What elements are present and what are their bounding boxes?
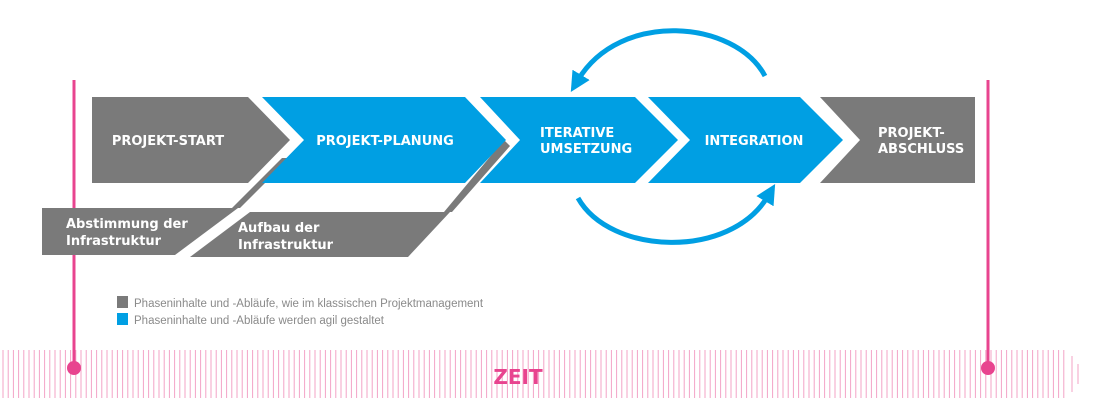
legend-label-classic: Phaseninhalte und -Abläufe, wie im klass… [134, 298, 484, 310]
phase-projekt-planung [262, 97, 506, 183]
timeline-label: ZEIT [493, 365, 543, 389]
legend-label-agile: Phaseninhalte und -Abläufe werden agil g… [134, 315, 385, 327]
sub-phase-abstimmung [42, 208, 238, 255]
end-marker-dot [981, 361, 995, 375]
phase-projekt-start-label: PROJEKT-START [112, 134, 224, 149]
phase-projekt-start [92, 97, 290, 183]
start-marker-dot [67, 361, 81, 375]
iteration-arrow-back [570, 28, 768, 92]
phase-projekt-planung-label: PROJEKT-PLANUNG [316, 134, 454, 149]
legend-swatch-classic [117, 296, 128, 308]
connector-planung [444, 140, 510, 212]
phase-integration-label: INTEGRATION [705, 134, 804, 149]
timeline-bar [2, 350, 1079, 398]
sub-phase-aufbau [190, 212, 450, 257]
legend-swatch-agile [117, 313, 128, 325]
phase-integration [648, 97, 843, 183]
phase-projekt-abschluss-label: PROJEKT-ABSCHLUSS [878, 126, 964, 157]
phase-iterative-umsetzung [480, 97, 678, 183]
phase-projekt-abschluss [820, 97, 975, 183]
iteration-arrow-forward [575, 183, 776, 245]
